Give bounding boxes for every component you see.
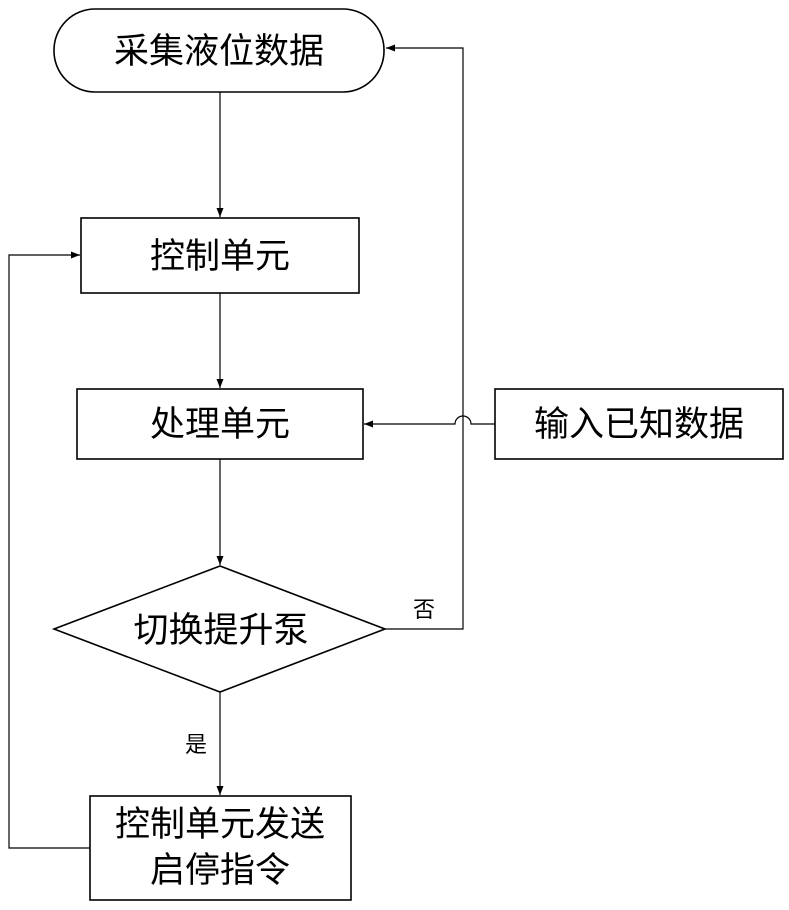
connectors: [8, 44, 495, 849]
process-label: 处理单元: [150, 405, 290, 445]
decision-label: 切换提升泵: [133, 611, 308, 651]
control-box: [80, 217, 360, 294]
edge-label-yes: 是: [185, 733, 207, 758]
input-box: [494, 388, 784, 460]
input-node: 输入已知数据: [494, 388, 784, 460]
decision-node: 切换提升泵: [51, 565, 388, 693]
edge-label-no: 否: [413, 598, 435, 623]
control-node: 控制单元: [80, 217, 360, 294]
send-command-node: 控制单元发送 启停指令: [89, 795, 352, 901]
collect-label: 采集液位数据: [114, 32, 324, 72]
send-command-label-line1: 控制单元发送: [115, 805, 325, 845]
process-box: [76, 388, 364, 460]
control-label: 控制单元: [150, 237, 290, 277]
arrow-decision-no-loop-to-collect: [385, 44, 464, 630]
arrow-send-loop-to-control: [8, 251, 90, 849]
send-command-label-line2: 启停指令: [150, 851, 290, 891]
arrow-input-to-process-with-hop: [364, 415, 495, 428]
process-node: 处理单元: [76, 388, 364, 460]
input-label: 输入已知数据: [534, 405, 744, 445]
collect-rounded-box: [53, 8, 385, 93]
send-command-box: [89, 795, 352, 901]
collect-node: 采集液位数据: [53, 8, 385, 93]
